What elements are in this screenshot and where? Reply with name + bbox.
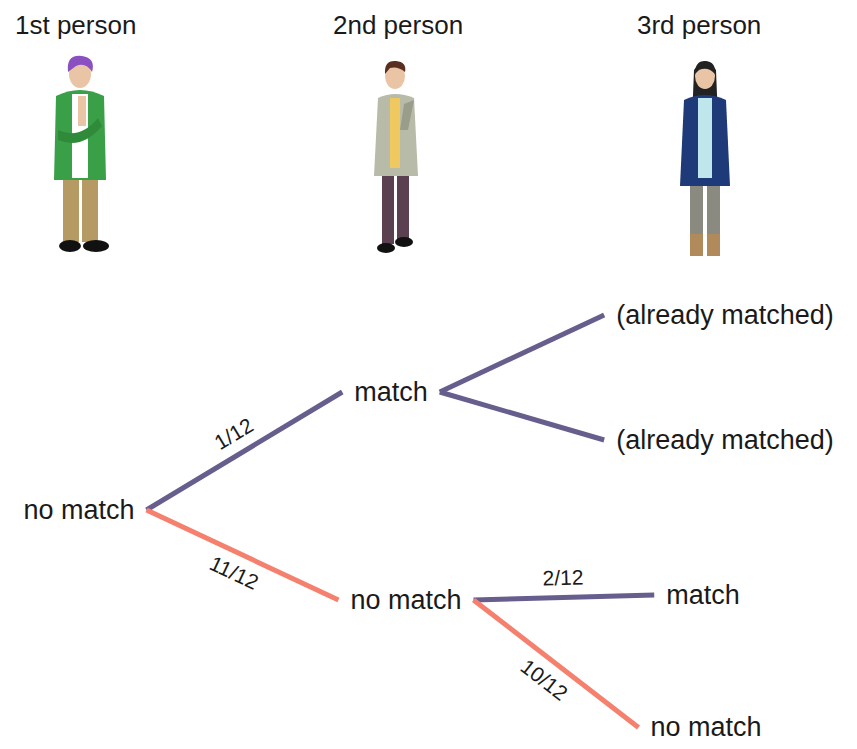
- outcome-text: no match: [23, 495, 134, 526]
- column-heading: 2nd person: [333, 10, 463, 41]
- outcome-node: (already matched): [612, 423, 838, 458]
- branch-line: [147, 510, 339, 600]
- outcome-text: no match: [350, 585, 461, 616]
- probability-label: 10/12: [514, 653, 573, 707]
- outcome-node: (already matched): [612, 298, 838, 333]
- person-figure: [374, 61, 418, 253]
- branch-line: [440, 315, 604, 392]
- probability-label: 2/12: [541, 565, 587, 590]
- branch-line: [474, 600, 639, 728]
- column-heading: 3rd person: [637, 10, 761, 41]
- outcome-text: match: [666, 580, 740, 611]
- outcome-node: no match: [19, 493, 138, 528]
- person-figure: [680, 61, 730, 256]
- outcome-node: match: [350, 375, 432, 410]
- outcome-text: (already matched): [616, 425, 834, 456]
- probability-label: 11/12: [204, 551, 264, 596]
- outcome-text: (already matched): [616, 300, 834, 331]
- outcome-text: match: [354, 377, 428, 408]
- person-figure: [54, 56, 109, 252]
- outcome-text: no match: [650, 712, 761, 743]
- column-heading: 1st person: [15, 10, 136, 41]
- outcome-node: no match: [646, 710, 765, 745]
- branch-line: [474, 595, 655, 600]
- probability-label: 1/12: [209, 412, 260, 456]
- outcome-node: no match: [346, 583, 465, 618]
- branch-line: [147, 392, 343, 510]
- branch-line: [440, 392, 604, 440]
- outcome-node: match: [662, 578, 744, 613]
